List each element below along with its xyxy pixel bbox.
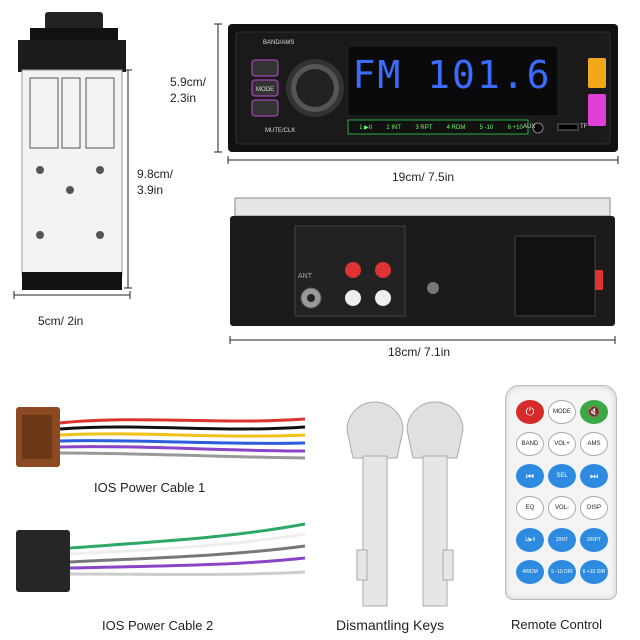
remote-button-grid: ⏻ MODE 🔇 BAND VOL+ AMS ⏮ SEL ⏭ EQ VOL- D…	[516, 400, 608, 584]
keys-caption: Dismantling Keys	[336, 617, 445, 633]
remote-preset-3-button[interactable]: 3/RPT	[580, 528, 608, 552]
keys-drawing	[346, 401, 464, 607]
mode-button-label: MODE	[256, 87, 274, 93]
ant-label: ANT	[298, 273, 312, 280]
power-cable-1	[0, 395, 320, 475]
remote-disp-button[interactable]: DISP	[580, 496, 608, 520]
preset-4-label: 4 RDM	[446, 125, 466, 131]
preset-1-label: 1 ▶II	[359, 125, 373, 131]
preset-3-label: 3 RPT	[415, 125, 433, 131]
cable-1-caption: IOS Power Cable 1	[94, 480, 206, 495]
front-height-label: 5.9cm/ 2.3in	[170, 75, 207, 105]
remote-eq-button[interactable]: EQ	[516, 496, 544, 520]
remote-power-button[interactable]: ⏻	[516, 400, 544, 424]
front-view	[170, 20, 620, 170]
dismantling-keys	[335, 400, 475, 610]
back-view	[225, 190, 620, 350]
preset-2-label: 2 INT	[386, 125, 402, 131]
side-view	[0, 0, 210, 340]
tf-label: TF	[580, 124, 588, 130]
cable-2-caption: IOS Power Cable 2	[102, 618, 214, 633]
remote-ams-button[interactable]: AMS	[580, 432, 608, 456]
preset-6-label: 6 +10	[507, 125, 523, 131]
remote-sel-button[interactable]: SEL	[548, 464, 576, 488]
remote-preset-2-button[interactable]: 2/INT	[548, 528, 576, 552]
remote-preset-4-button[interactable]: 4/RDM	[516, 560, 544, 584]
remote-preset-1-button[interactable]: 1/▶II	[516, 528, 544, 552]
remote-preset-5-button[interactable]: 5 -10 DIR	[548, 560, 576, 584]
preset-5-label: 5 -10	[479, 125, 494, 131]
back-width-label: 18cm/ 7.1in	[388, 345, 451, 359]
remote-band-button[interactable]: BAND	[516, 432, 544, 456]
remote-control: ⏻ MODE 🔇 BAND VOL+ AMS ⏮ SEL ⏭ EQ VOL- D…	[505, 385, 617, 600]
remote-caption: Remote Control	[511, 617, 603, 632]
remote-mode-button[interactable]: MODE	[548, 400, 576, 424]
back-panel-drawing	[229, 197, 616, 344]
remote-prev-button[interactable]: ⏮	[516, 464, 544, 488]
cable-1-drawing	[16, 407, 306, 467]
remote-mute-button[interactable]: 🔇	[580, 400, 608, 424]
preset-strip: 1 ▶II 2 INT 3 RPT 4 RDM 5 -10 6 +10	[352, 122, 530, 134]
front-panel-drawing	[214, 23, 619, 164]
remote-vol-up-button[interactable]: VOL+	[548, 432, 576, 456]
remote-next-button[interactable]: ⏭	[580, 464, 608, 488]
remote-preset-6-button[interactable]: 6 +10 DIR	[580, 560, 608, 584]
band-button-label: BAND/AMS	[263, 40, 295, 46]
power-cable-2	[0, 518, 320, 598]
cable-2-drawing	[16, 522, 306, 592]
front-width-label: 19cm/ 7.5in	[392, 170, 455, 184]
remote-vol-down-button[interactable]: VOL-	[548, 496, 576, 520]
aux-label: AUX	[523, 124, 536, 130]
display-screen: FM 101.6	[352, 53, 552, 97]
side-view-drawing	[13, 12, 132, 299]
mute-button-label: MUTE/CLK	[265, 128, 296, 134]
side-width-label: 5cm/ 2in	[38, 314, 84, 328]
side-height-label: 9.8cm/ 3.9in	[137, 167, 174, 197]
